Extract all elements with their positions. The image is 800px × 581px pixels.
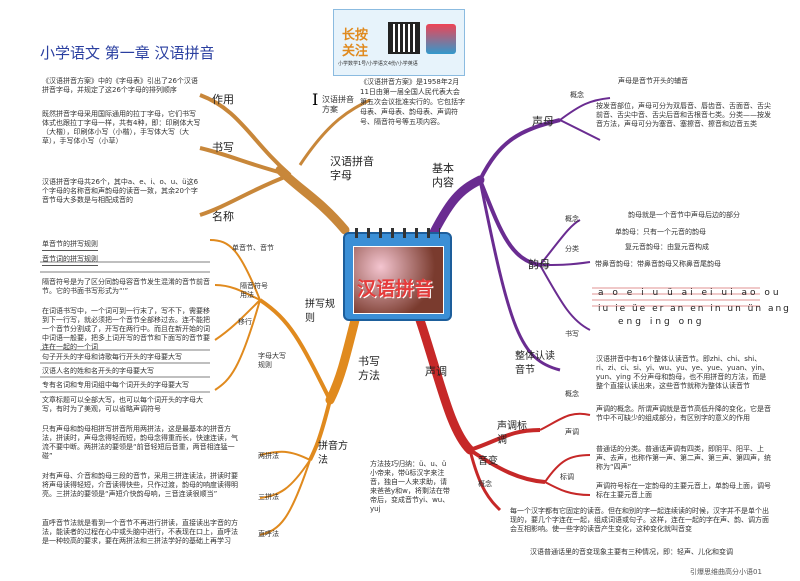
center-photo — [353, 246, 444, 314]
banner-small: 小学数学1号/小学语文4份/小学英语 — [338, 61, 418, 67]
label-mingcheng: 名称 — [212, 210, 234, 223]
pinyin-row3: eng ing ong — [618, 317, 705, 327]
label-yinbian[interactable]: 音变 — [478, 456, 498, 467]
text-mingcheng: 汉语拼音字母共26个，其中a、e、i、o、u、ü这6个字母的名称音和声韵母的读音… — [42, 178, 199, 204]
promo-banner[interactable]: 长按 关注 小学数学1号/小学语文4份/小学英语 — [333, 9, 465, 76]
zhengti-concept: 概念 — [565, 390, 579, 398]
rule-6: 汉语人名的姓和名开头的字母要大写 — [42, 367, 154, 375]
branch-zimu-label: 汉语拼音字母 — [330, 155, 374, 182]
shengdiao-def: 声调的概念。所谓声调就是音节高低升降的变化，它是音节中不可缺少的组成部分，有区别… — [596, 405, 771, 422]
center-label: 汉语拼音 — [357, 278, 434, 300]
rule-5: 句子开头的字母和诗歌每行开头的字母要大写 — [42, 353, 182, 361]
shengdiao-note: 声调符号标在一定韵母的主要元音上，单韵母上面，调号标在主要元音上面 — [596, 482, 771, 499]
shengdiao-sub2: 声调 — [565, 428, 579, 436]
rule-1: 单音节的拼写规则 — [42, 240, 98, 251]
text-shuxie: 既然拼音字母采用国际通用的拉丁字母，它们书写体式也跟拉丁字母一样，共有4种，即：… — [42, 110, 201, 145]
shengdiao-biaodiao: 标调 — [560, 473, 574, 481]
banner-line2: 关注 — [342, 44, 369, 59]
label-geyin: 隔音符号用法 — [240, 282, 268, 299]
method-liangpin: 只有声母和韵母相拼写拼音所用两拼法，这是最基本的拼音方法，拼读时，声母念得轻而短… — [42, 425, 238, 460]
fangan-big-letter: I — [312, 90, 319, 109]
yunmu-dan: 单韵母：只有一个元音的韵母 — [615, 228, 706, 236]
label-zhihu: 直呼法 — [258, 530, 279, 538]
text-zuoyong: 《汉语拼音方案》中的《字母表》引出了26个汉语拼音字母，并规定了这26个字母的排… — [42, 77, 198, 94]
label-yunmu[interactable]: 韵母 — [528, 258, 550, 271]
fangan-title: 汉语拼音方案 — [322, 95, 354, 114]
branch-jiben[interactable]: 基本内容 — [432, 162, 454, 189]
calendar-rings-icon — [355, 228, 440, 238]
footer: 引爆思维曲高分小语01 — [690, 568, 762, 576]
shengmu-def: 声母是音节开头的辅音 — [618, 77, 688, 85]
pinyin-row1: a o e i u ü ai ei ui ao ou — [598, 288, 782, 298]
banner-line1: 长按 — [342, 28, 369, 43]
label-danyinjie: 单音节、音节 — [232, 244, 274, 252]
branch-shengdiao[interactable]: 声调 — [425, 365, 447, 378]
label-zuoyong: 作用 — [212, 93, 234, 106]
label-zhengti[interactable]: 整体认读音节 — [515, 351, 555, 376]
branch-shuxie[interactable]: 书写方法 — [358, 355, 380, 382]
yunmu-write: 书写 — [565, 330, 579, 338]
yunmu-fu: 复元音韵母：由复元音构成 — [625, 243, 709, 251]
label-shuxie: 书写 — [212, 141, 234, 154]
yunmu-fenlei: 分类 — [565, 245, 579, 253]
fangan-text: 《汉语拼音方案》是1958年2月11日由第一届全国人民代表大会第五次会议批准实行… — [360, 78, 465, 126]
method-sanpin: 对有声母、介音和韵母三段的音节，采用三拼连读法，拼读时要将声母读得轻短，介音读得… — [42, 472, 238, 498]
qr-code-icon — [388, 22, 420, 54]
label-daxie: 字母大写规则 — [258, 352, 286, 369]
center-node[interactable]: 汉语拼音 — [343, 228, 452, 321]
label-pinxie[interactable]: 拼写规则 — [305, 299, 335, 324]
label-pinyin-fangfa[interactable]: 拼音方法 — [318, 441, 348, 466]
label-shengmu[interactable]: 声母 — [532, 115, 554, 128]
yinbian-concept: 概念 — [478, 480, 492, 488]
books-icon — [426, 24, 456, 54]
page-title: 小学语文 第一章 汉语拼音 — [40, 44, 215, 62]
rule-7: 专有名词和专用词组中每个词开头的字母要大写 — [42, 381, 189, 389]
rule-4: 在词语书写中，一个词可到一行末了，写不下，需要移到下一行写，就必须把一个音节全部… — [42, 307, 210, 351]
rule-2: 音节词的拼写规则 — [42, 255, 98, 266]
label-sanpin: 三拼法 — [258, 493, 279, 501]
rule-3: 隔音符号是为了区分同韵母容音节发生混淆的音节前音节。它的书面书写形式为“'” — [42, 278, 210, 295]
label-liangpin: 两拼法 — [258, 452, 279, 460]
zhengti-text: 汉语拼音中有16个整体认读音节。即zhi、chi、shi、ri、zi、ci、si… — [596, 355, 769, 390]
shengmu-text: 按发音部位，声母可分为双唇音、唇齿音、舌面音、舌尖前音、舌尖中音、舌尖后音和舌根… — [596, 102, 771, 128]
pinyin-row2: iu ie üe er an en in un ün ang — [598, 304, 791, 314]
rule-8: 文章标题可以全部大写，也可以每个词开头的字母大写，有时为了美观，可以省略声调符号 — [42, 396, 203, 413]
shengmu-def-label: 概念 — [570, 91, 584, 99]
yunmu-concept: 概念 — [565, 215, 579, 223]
branch-zimu[interactable]: 汉语拼音字母 — [330, 155, 380, 183]
tips-box: 方法技巧归纳：ü、u、ü小帝来，带ü标汉字来注音，独自一人来求助，请来爸爸y和w… — [370, 460, 450, 513]
yunmu-def: 韵母就是一个音节中声母后边的部分 — [628, 211, 740, 219]
label-yihang: 移行 — [238, 318, 252, 326]
shengdiao-fenlei: 普通话的分类。普通话声调有四类，即阴平、阳平、上声、去声，也称作第一声、第二声、… — [596, 445, 771, 471]
yunmu-bi: 带鼻音韵母：带鼻音韵母又称鼻音尾韵母 — [595, 260, 721, 268]
label-shengdiao-sub[interactable]: 声调标调 — [497, 421, 527, 446]
yinbian-text2: 汉语普通话里的音变现象主要有三种情况，即：轻声、儿化和变调 — [530, 548, 733, 556]
method-zhihu: 直呼音节法就是看到一个音节不再进行拼读，直接读出字音的方法，能读者的过程在心中或… — [42, 519, 238, 545]
yinbian-text1: 每一个汉字都有它固定的读音。但在和别的字一起连续读的时候，汉字并不是单个出现的，… — [510, 507, 769, 533]
